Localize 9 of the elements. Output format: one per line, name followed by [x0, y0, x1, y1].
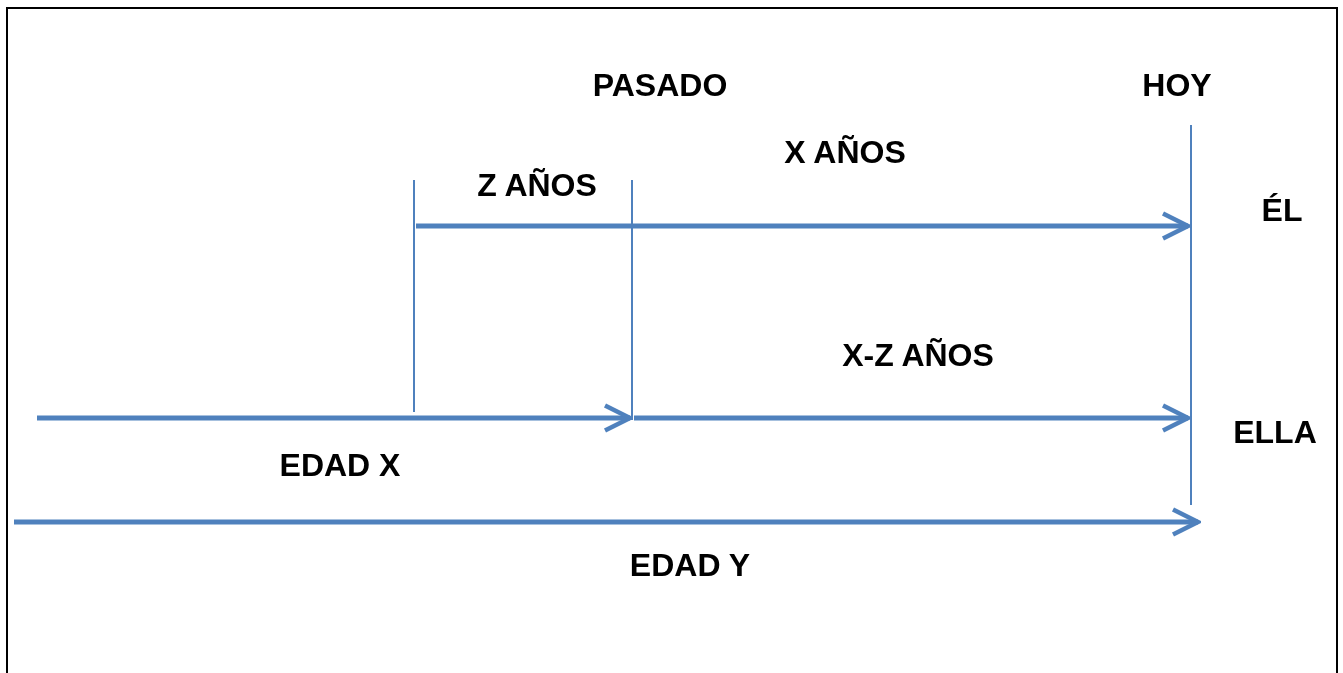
timeline-label: PASADO: [592, 66, 728, 104]
timeline-label: HOY: [1142, 66, 1212, 104]
timeline-label: Z AÑOS: [477, 166, 597, 204]
timeline-label: X-Z AÑOS: [842, 336, 994, 374]
timeline-label: EDAD X: [279, 446, 401, 484]
timeline-label: X AÑOS: [784, 133, 906, 171]
timeline-label: EDAD Y: [629, 546, 751, 584]
timeline-label: ELLA: [1233, 413, 1317, 451]
timeline-label: ÉL: [1261, 191, 1303, 229]
